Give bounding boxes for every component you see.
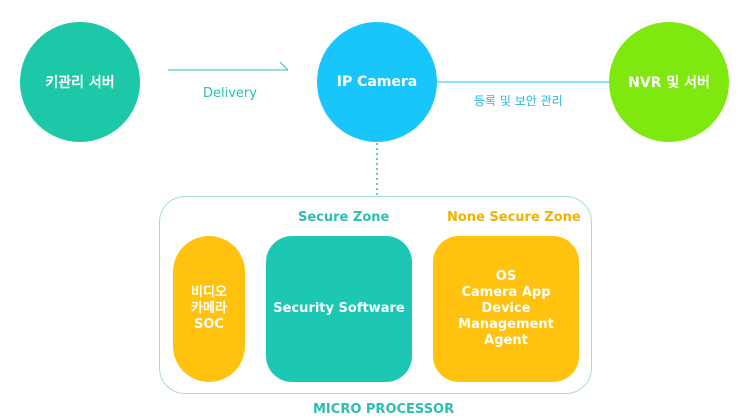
- ip-camera-node: IP Camera: [317, 22, 437, 142]
- none-secure-zone-title: None Secure Zone: [447, 210, 581, 225]
- key-server-node: 키관리 서버: [20, 22, 140, 142]
- delivery-label: Delivery: [203, 86, 257, 101]
- video-soc-block: 비디오 카메라 SOC: [173, 236, 245, 382]
- secure-zone-title: Secure Zone: [298, 210, 390, 225]
- nvr-server-label: NVR 및 서버: [628, 75, 710, 91]
- video-soc-line: SOC: [194, 317, 224, 332]
- agent-block: OS Camera App Device Management Agent: [433, 236, 579, 382]
- security-software-block: Security Software: [266, 236, 412, 382]
- key-server-label: 키관리 서버: [45, 75, 115, 91]
- micro-processor-label: MICRO PROCESSOR: [313, 402, 455, 417]
- video-soc-line: 비디오: [191, 285, 227, 300]
- agent-line: OS: [495, 269, 517, 284]
- register-label: 등록 및 보안 관리: [474, 94, 563, 108]
- agent-line: Device Management: [458, 301, 554, 332]
- ip-camera-label: IP Camera: [336, 74, 418, 90]
- micro-processor-box: [159, 196, 592, 394]
- nvr-server-node: NVR 및 서버: [609, 22, 729, 142]
- video-soc-line: 카메라: [191, 301, 227, 316]
- agent-line: Camera App: [461, 285, 551, 300]
- security-software-label: Security Software: [273, 301, 405, 316]
- agent-line: Agent: [484, 333, 528, 348]
- delivery-arrow: [168, 61, 289, 71]
